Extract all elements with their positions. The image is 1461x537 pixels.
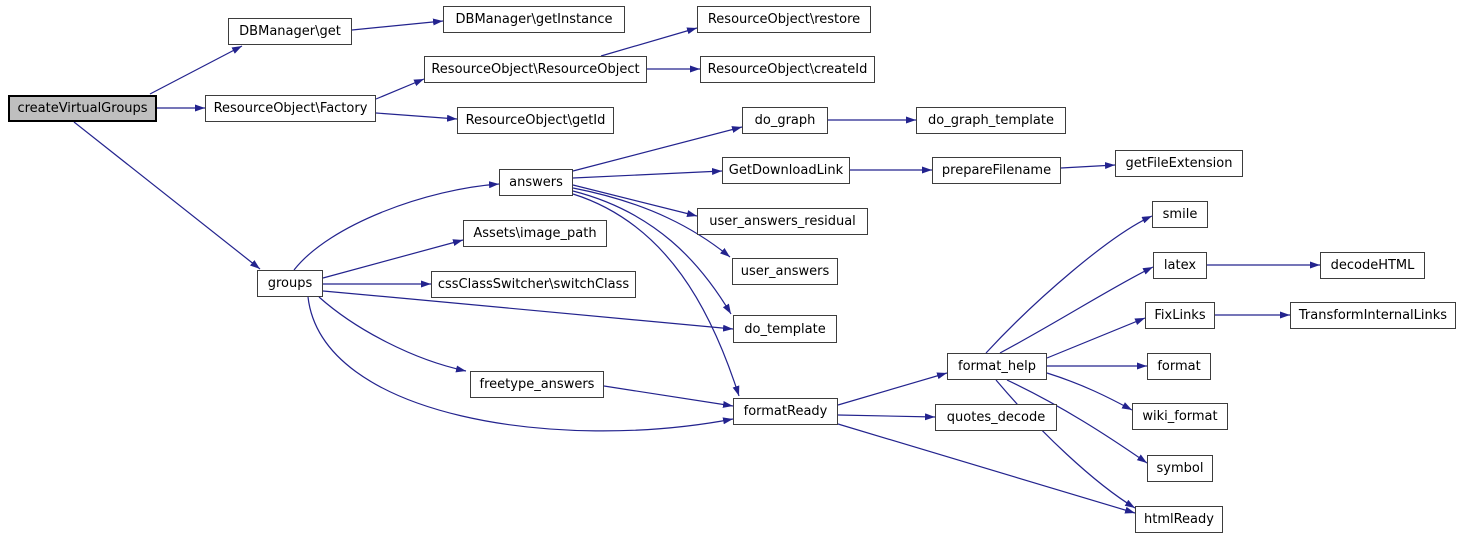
node-ResourceObject-getId[interactable]: ResourceObject\getId [457,107,614,134]
node-user_answers_residual[interactable]: user_answers_residual [697,208,868,235]
edge-createVirtualGroups-to-DBManager-get [149,45,243,95]
node-DBManager-getInstance[interactable]: DBManager\getInstance [443,6,625,33]
node-ResourceObject-Factory[interactable]: ResourceObject\Factory [205,95,376,122]
node-do_template[interactable]: do_template [733,315,837,343]
node-createVirtualGroups: createVirtualGroups [8,95,157,122]
node-ResourceObject-restore[interactable]: ResourceObject\restore [697,6,871,33]
edge-prepareFilename-to-getFileExtension [1060,162,1116,170]
node-latex[interactable]: latex [1153,252,1207,279]
node-freetype_answers[interactable]: freetype_answers [470,371,604,398]
edge-format_help-to-latex [999,266,1154,354]
node-format_help[interactable]: format_help [947,353,1047,380]
node-do_graph_template[interactable]: do_graph_template [916,107,1066,134]
node-user_answers[interactable]: user_answers [732,258,838,285]
edge-DBManager-get-to-DBManager-getInstance [351,18,444,31]
edge-format_help-to-htmlReady [995,379,1136,509]
edge-groups-to-freetype_answers [318,296,467,373]
edge-formatReady-to-format_help [837,372,948,406]
node-ResourceObject-ResourceObject[interactable]: ResourceObject\ResourceObject [424,56,647,83]
node-answers[interactable]: answers [499,169,573,196]
edge-answers-to-user_answers_residual [572,184,698,217]
node-TransformInternalLinks[interactable]: TransformInternalLinks [1290,302,1456,329]
edge-formatReady-to-htmlReady [837,423,1136,514]
node-format[interactable]: format [1147,353,1211,380]
node-DBManager-get[interactable]: DBManager\get [228,18,352,45]
node-groups[interactable]: groups [257,270,323,297]
edge-ResourceObject-Factory-to-ResourceObject-getId [375,112,458,122]
node-smile[interactable]: smile [1152,201,1208,228]
edge-answers-to-GetDownloadLink [572,167,723,179]
node-cssClassSwitcher-switchClass[interactable]: cssClassSwitcher\switchClass [431,271,636,298]
node-decodeHTML[interactable]: decodeHTML [1320,252,1425,279]
node-symbol[interactable]: symbol [1147,455,1213,482]
node-FixLinks[interactable]: FixLinks [1145,302,1215,329]
edge-ResourceObject-Factory-to-ResourceObject-ResourceObject [375,78,425,100]
node-GetDownloadLink[interactable]: GetDownloadLink [722,157,850,184]
edge-freetype_answers-to-formatReady [603,385,734,408]
node-formatReady[interactable]: formatReady [733,398,838,425]
node-do_graph[interactable]: do_graph [742,107,828,134]
node-prepareFilename[interactable]: prepareFilename [932,157,1061,184]
node-htmlReady[interactable]: htmlReady [1135,506,1223,533]
node-ResourceObject-createId[interactable]: ResourceObject\createId [700,56,875,83]
edge-createVirtualGroups-to-groups [73,121,261,270]
node-Assets-image_path[interactable]: Assets\image_path [463,220,607,247]
node-getFileExtension[interactable]: getFileExtension [1115,150,1243,177]
edge-format_help-to-FixLinks [1046,317,1146,359]
edge-format_help-to-wiki_format [1046,372,1133,411]
edge-formatReady-to-quotes_decode [837,413,936,421]
node-wiki_format[interactable]: wiki_format [1132,403,1228,430]
edge-format_help-to-smile [985,215,1153,354]
edge-groups-to-formatReady [307,296,734,432]
node-quotes_decode[interactable]: quotes_decode [935,404,1057,431]
